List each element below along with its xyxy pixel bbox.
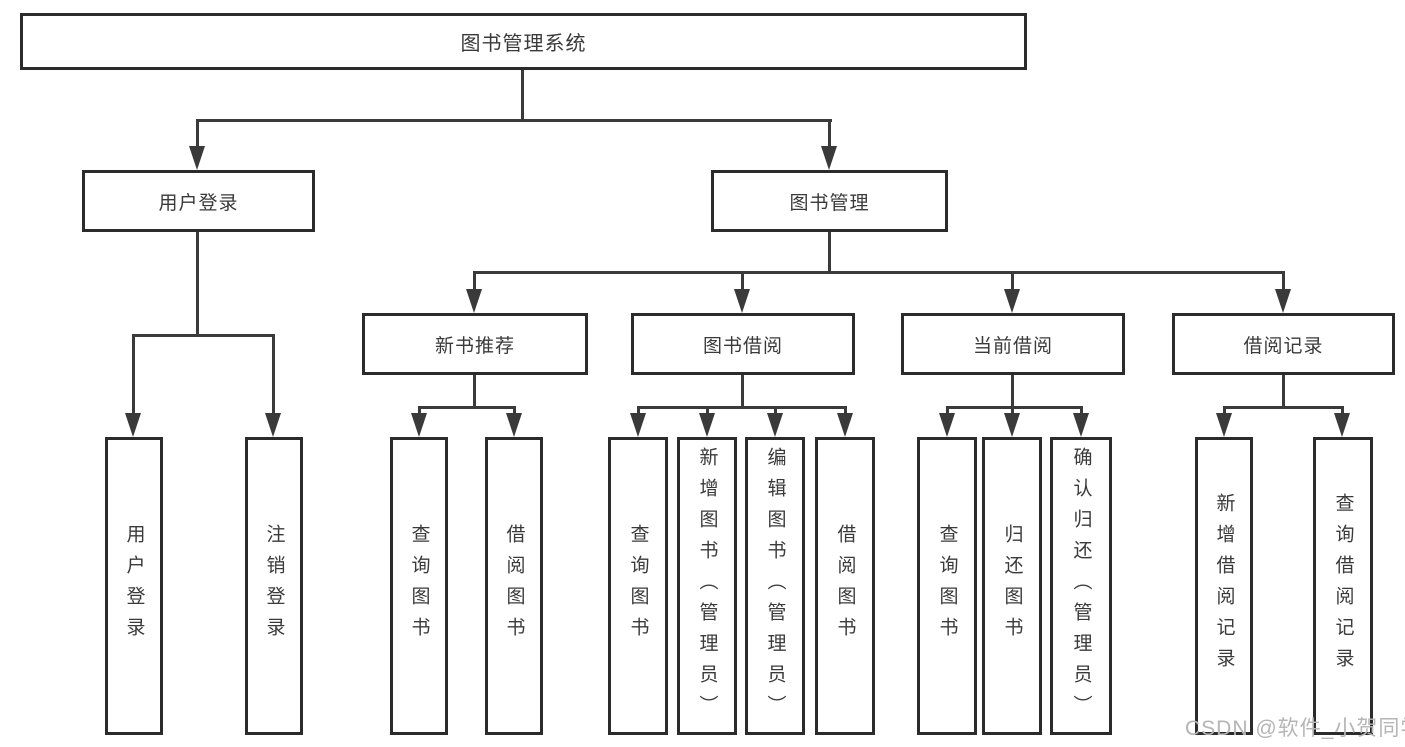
connector-line: [1011, 375, 1014, 409]
arrowhead-down-icon: [466, 289, 482, 313]
leaf-borrow-books-recommend: 借阅图书: [485, 437, 543, 735]
connector-line: [946, 406, 1082, 409]
connector-line: [1011, 406, 1014, 416]
arrowhead-down-icon: [1216, 413, 1232, 437]
connector-line: [828, 232, 831, 274]
connector-line: [741, 271, 744, 292]
connector-line: [1223, 406, 1226, 416]
connector-line: [473, 375, 476, 409]
arrowhead-down-icon: [125, 413, 141, 437]
leaf-query-books-recommend: 查询图书: [390, 437, 448, 735]
connector-line: [473, 271, 476, 292]
leaf-add-borrow-record: 新增借阅记录: [1195, 437, 1253, 735]
connector-line: [774, 406, 777, 416]
leaf-add-books-admin: 新增图书（管理员）: [677, 437, 737, 735]
connector-line: [1011, 271, 1014, 292]
connector-line: [637, 406, 640, 416]
arrowhead-down-icon: [1275, 289, 1291, 313]
node-label: 查询借阅记录: [1332, 493, 1354, 679]
leaf-edit-books-admin: 编辑图书（管理员）: [745, 437, 805, 735]
node-label: 借阅图书: [834, 524, 856, 648]
connector-line: [1223, 406, 1344, 409]
connector-line: [1341, 406, 1344, 416]
node-label: 查询图书: [936, 524, 958, 648]
node-label: 图书管理系统: [460, 33, 587, 55]
node-label: 用户登录: [123, 524, 145, 648]
node-label: 新书推荐: [434, 335, 515, 357]
arrowhead-down-icon: [265, 413, 281, 437]
connector-line: [196, 119, 199, 149]
arrowhead-down-icon: [1334, 413, 1350, 437]
arrowhead-down-icon: [734, 289, 750, 313]
node-label: 用户登录: [158, 192, 239, 214]
node-book-management: 图书管理: [711, 170, 948, 232]
leaf-confirm-return-admin: 确认归还（管理员）: [1050, 437, 1112, 735]
leaf-user-login: 用户登录: [105, 437, 163, 735]
node-label: 编辑图书（管理员）: [764, 446, 786, 726]
arrowhead-down-icon: [699, 413, 715, 437]
connector-line: [706, 406, 709, 416]
connector-line: [1282, 375, 1285, 409]
node-label: 图书管理: [789, 192, 870, 214]
connector-line: [272, 334, 275, 416]
node-library-system: 图书管理系统: [20, 13, 1027, 70]
arrowhead-down-icon: [821, 146, 837, 170]
node-label: 归还图书: [1001, 524, 1023, 648]
leaf-logout: 注销登录: [245, 437, 303, 735]
node-label: 新增借阅记录: [1213, 493, 1235, 679]
connector-line: [1080, 406, 1083, 416]
node-borrowing-records: 借阅记录: [1172, 313, 1395, 375]
connector-line: [132, 334, 135, 416]
node-new-book-recommendation: 新书推荐: [362, 313, 588, 375]
connector-line: [637, 406, 847, 409]
node-book-borrowing: 图书借阅: [631, 313, 855, 375]
node-label: 新增图书（管理员）: [696, 446, 718, 726]
node-label: 确认归还（管理员）: [1070, 446, 1092, 726]
node-label: 当前借阅: [972, 335, 1053, 357]
connector-line: [1282, 271, 1285, 292]
connector-line: [133, 334, 275, 337]
arrowhead-down-icon: [1004, 289, 1020, 313]
leaf-query-books-borrow: 查询图书: [608, 437, 668, 735]
arrowhead-down-icon: [767, 413, 783, 437]
connector-line: [418, 406, 516, 409]
leaf-query-books-current: 查询图书: [917, 437, 977, 735]
leaf-return-books: 归还图书: [982, 437, 1042, 735]
arrowhead-down-icon: [837, 413, 853, 437]
arrowhead-down-icon: [189, 146, 205, 170]
connector-line: [741, 375, 744, 409]
connector-line: [196, 232, 199, 336]
node-label: 查询图书: [408, 524, 430, 648]
arrowhead-down-icon: [939, 413, 955, 437]
arrowhead-down-icon: [1004, 413, 1020, 437]
leaf-borrow-books: 借阅图书: [815, 437, 875, 735]
node-label: 借阅图书: [503, 524, 525, 648]
connector-line: [521, 70, 524, 121]
node-label: 查询图书: [627, 524, 649, 648]
connector-line: [946, 406, 949, 416]
node-label: 注销登录: [263, 524, 285, 648]
csdn-watermark: CSDN @软件_小贺同学: [1185, 717, 1405, 740]
arrowhead-down-icon: [1073, 413, 1089, 437]
connector-line: [513, 406, 516, 416]
connector-line: [418, 406, 421, 416]
node-current-borrowing: 当前借阅: [901, 313, 1125, 375]
arrowhead-down-icon: [411, 413, 427, 437]
connector-line: [828, 119, 831, 149]
connector-line: [196, 119, 832, 122]
connector-line: [473, 271, 1284, 274]
node-label: 借阅记录: [1243, 335, 1324, 357]
connector-line: [844, 406, 847, 416]
arrowhead-down-icon: [630, 413, 646, 437]
leaf-query-borrow-record: 查询借阅记录: [1313, 437, 1373, 735]
node-user-login: 用户登录: [82, 170, 315, 232]
node-label: 图书借阅: [702, 335, 783, 357]
arrowhead-down-icon: [506, 413, 522, 437]
